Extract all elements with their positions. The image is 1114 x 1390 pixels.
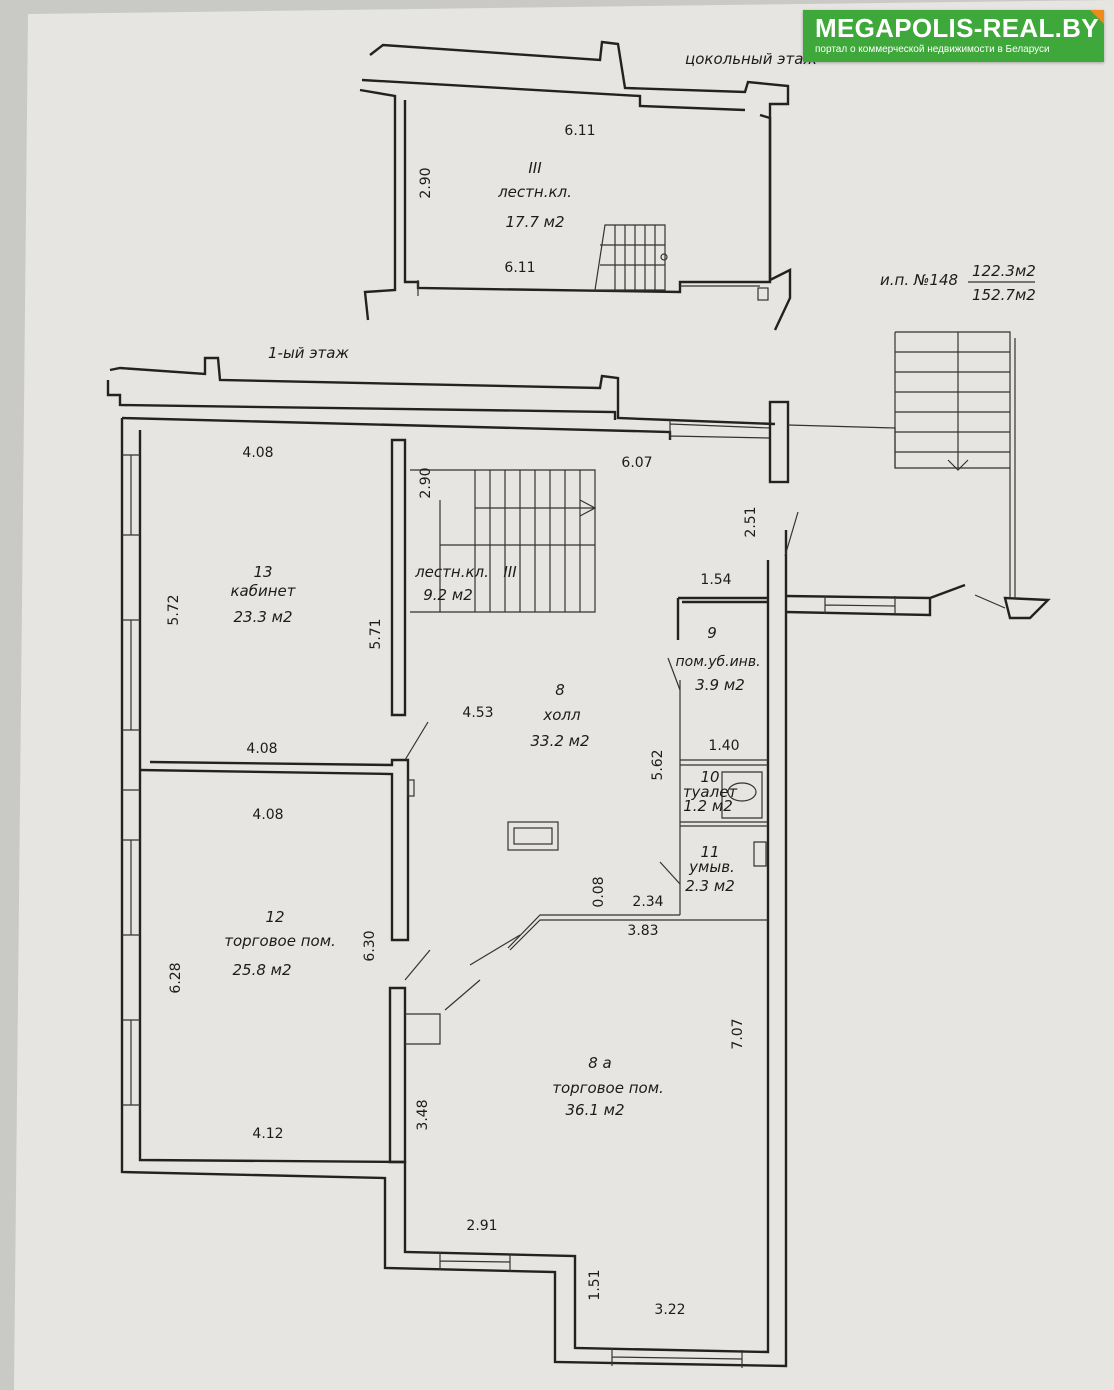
stair-number: III xyxy=(503,563,517,581)
stair-area: 9.2 м2 xyxy=(423,586,472,604)
room-11-name: умыв. xyxy=(688,858,735,876)
room-12-number: 12 xyxy=(265,908,284,926)
dim-408-top: 4.08 xyxy=(242,445,273,461)
dim-630: 6.30 xyxy=(362,930,378,961)
dim-571: 5.71 xyxy=(368,618,384,649)
dim-basement-bottom: 6.11 xyxy=(504,260,535,276)
dim-322: 3.22 xyxy=(654,1302,685,1318)
first-floor-label: 1-ый этаж xyxy=(268,344,349,362)
room-8-area: 33.2 м2 xyxy=(530,732,589,750)
room-9-number: 9 xyxy=(707,624,717,642)
dim-290: 2.90 xyxy=(418,467,434,498)
dim-408-bottom: 4.08 xyxy=(252,807,283,823)
plan-labels: цокольный этаж 1-ый этаж и.п. №148 122.3… xyxy=(224,50,1036,1119)
summary-area-1: 122.3м2 xyxy=(972,262,1036,280)
room-8-name: холл xyxy=(542,706,581,724)
basement-stair-area: 17.7 м2 xyxy=(505,213,564,231)
dim-383: 3.83 xyxy=(627,923,658,939)
paper-sheet xyxy=(14,0,1114,1390)
room-13-area: 23.3 м2 xyxy=(233,608,292,626)
room-8a-area: 36.1 м2 xyxy=(565,1101,624,1119)
dim-151: 1.51 xyxy=(587,1269,603,1300)
room-10-name: туалет xyxy=(683,783,739,801)
stair-name: лестн.кл. xyxy=(414,563,489,581)
room-12-area: 25.8 м2 xyxy=(232,961,291,979)
room-9-name: пом.уб.инв. xyxy=(675,654,760,670)
megapolis-logo-badge[interactable]: MEGAPOLIS-REAL.BY портал о коммерческой … xyxy=(803,10,1104,62)
room-11-number: 11 xyxy=(700,843,719,861)
dim-291: 2.91 xyxy=(466,1218,497,1234)
basement-stair-number: III xyxy=(528,159,542,177)
room-10-area: 1.2 м2 xyxy=(683,797,732,815)
dim-408-mid: 4.08 xyxy=(246,741,277,757)
logo-corner-accent xyxy=(1090,10,1104,24)
basement-plan xyxy=(359,40,792,331)
dim-140: 1.40 xyxy=(708,738,739,754)
summary-area-2: 152.7м2 xyxy=(972,286,1036,304)
dim-562: 5.62 xyxy=(650,749,666,780)
logo-tagline: портал о коммерческой недвижимости в Бел… xyxy=(815,44,1050,55)
dim-basement-top: 6.11 xyxy=(564,123,595,139)
dimension-labels: 6.11 6.11 2.90 4.08 6.07 2.90 2.51 5.72 … xyxy=(166,123,759,1318)
summary-prefix: и.п. №148 xyxy=(880,271,958,289)
dim-234: 2.34 xyxy=(632,894,663,910)
room-12-name: торговое пом. xyxy=(224,932,336,950)
dim-628: 6.28 xyxy=(168,962,184,993)
room-9-area: 3.9 м2 xyxy=(695,676,744,694)
basement-stair-name: лестн.кл. xyxy=(497,183,572,201)
dim-412: 4.12 xyxy=(252,1126,283,1142)
dim-basement-side: 2.90 xyxy=(418,167,434,198)
room-8-number: 8 xyxy=(555,681,565,699)
dim-707: 7.07 xyxy=(730,1018,746,1049)
dim-453: 4.53 xyxy=(462,705,493,721)
dim-251: 2.51 xyxy=(743,506,759,537)
logo-brand-text: MEGAPOLIS-REAL.BY xyxy=(815,13,1099,43)
room-11-area: 2.3 м2 xyxy=(685,877,734,895)
first-floor-plan xyxy=(106,331,1051,1368)
dim-572: 5.72 xyxy=(166,594,182,625)
room-8a-number: 8 а xyxy=(588,1054,612,1072)
dim-348: 3.48 xyxy=(415,1099,431,1130)
basement-floor-label: цокольный этаж xyxy=(685,50,817,68)
room-10-number: 10 xyxy=(700,768,719,786)
dim-008: 0.08 xyxy=(591,876,607,907)
dim-154: 1.54 xyxy=(700,572,731,588)
room-13-number: 13 xyxy=(253,563,272,581)
room-8a-name: торговое пом. xyxy=(552,1079,664,1097)
room-13-name: кабинет xyxy=(230,582,296,600)
dim-607: 6.07 xyxy=(621,455,652,471)
